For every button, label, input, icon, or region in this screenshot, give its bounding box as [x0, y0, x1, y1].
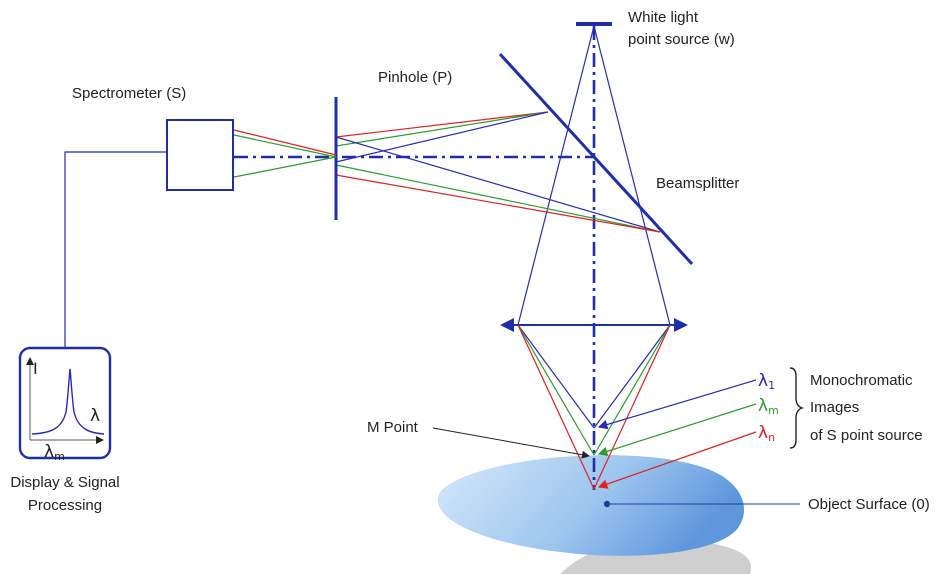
m-point-pointer — [432, 427, 590, 459]
lens-arrow-right — [674, 318, 688, 332]
mono-brace — [789, 367, 805, 449]
focus-ray-green-left — [517, 324, 595, 456]
focus-ray-green-right — [593, 324, 671, 456]
object-surface-label: Object Surface (0) — [808, 496, 930, 513]
illum-ray-right — [593, 25, 671, 326]
focus-ray-red-left — [517, 324, 595, 490]
spectrometer-connector — [64, 151, 167, 348]
mono-label-line1: Monochromatic — [810, 372, 913, 389]
spectrometer-box — [166, 119, 234, 191]
object-surface — [437, 455, 745, 556]
beamsplitter — [498, 52, 694, 266]
spec-ray-green-top — [233, 134, 337, 158]
lambda-1-label: λ1 — [758, 371, 775, 392]
return-ray-blue-top — [335, 111, 549, 163]
lambda-n-label: λn — [758, 423, 775, 444]
return-ray-green-bottom — [335, 164, 661, 233]
lens-arrow-left — [500, 318, 514, 332]
spec-ray-green-bottom — [233, 156, 337, 178]
point-source-label: point source (w) — [628, 31, 735, 48]
return-ray-red-bottom — [335, 174, 661, 233]
focus-ray-blue-left — [517, 324, 595, 429]
white-light-label: White light — [628, 9, 699, 26]
focus-ray-blue-right — [593, 324, 671, 429]
spectrometer-label: Spectrometer (S) — [72, 85, 186, 102]
illum-ray-left — [517, 25, 595, 326]
focus-ray-red-right — [593, 324, 671, 490]
spec-ray-red-top — [233, 129, 337, 156]
return-ray-red-top — [335, 111, 549, 138]
graph-x-axis-label: λ — [90, 406, 100, 426]
graph-y-axis-label: I — [33, 359, 38, 378]
lambda-m-pointer — [597, 403, 757, 457]
pinhole-label: Pinhole (P) — [378, 69, 452, 86]
lambda-n-pointer — [597, 431, 757, 489]
return-ray-green-top — [335, 111, 549, 147]
lambda-m-label: λm — [758, 396, 779, 417]
m-point-label: M Point — [367, 419, 419, 436]
processing-label: Processing — [28, 497, 102, 514]
beamsplitter-label: Beamsplitter — [656, 175, 739, 192]
graph-peak-curve — [31, 368, 105, 435]
return-ray-blue-bottom — [335, 136, 661, 233]
lambda-1-pointer — [597, 379, 757, 430]
mono-label-line2: Images — [810, 399, 859, 416]
mono-label-line3: of S point source — [810, 427, 923, 444]
display-label: Display & Signal — [10, 474, 119, 491]
graph-peak-label: λm — [44, 442, 65, 463]
